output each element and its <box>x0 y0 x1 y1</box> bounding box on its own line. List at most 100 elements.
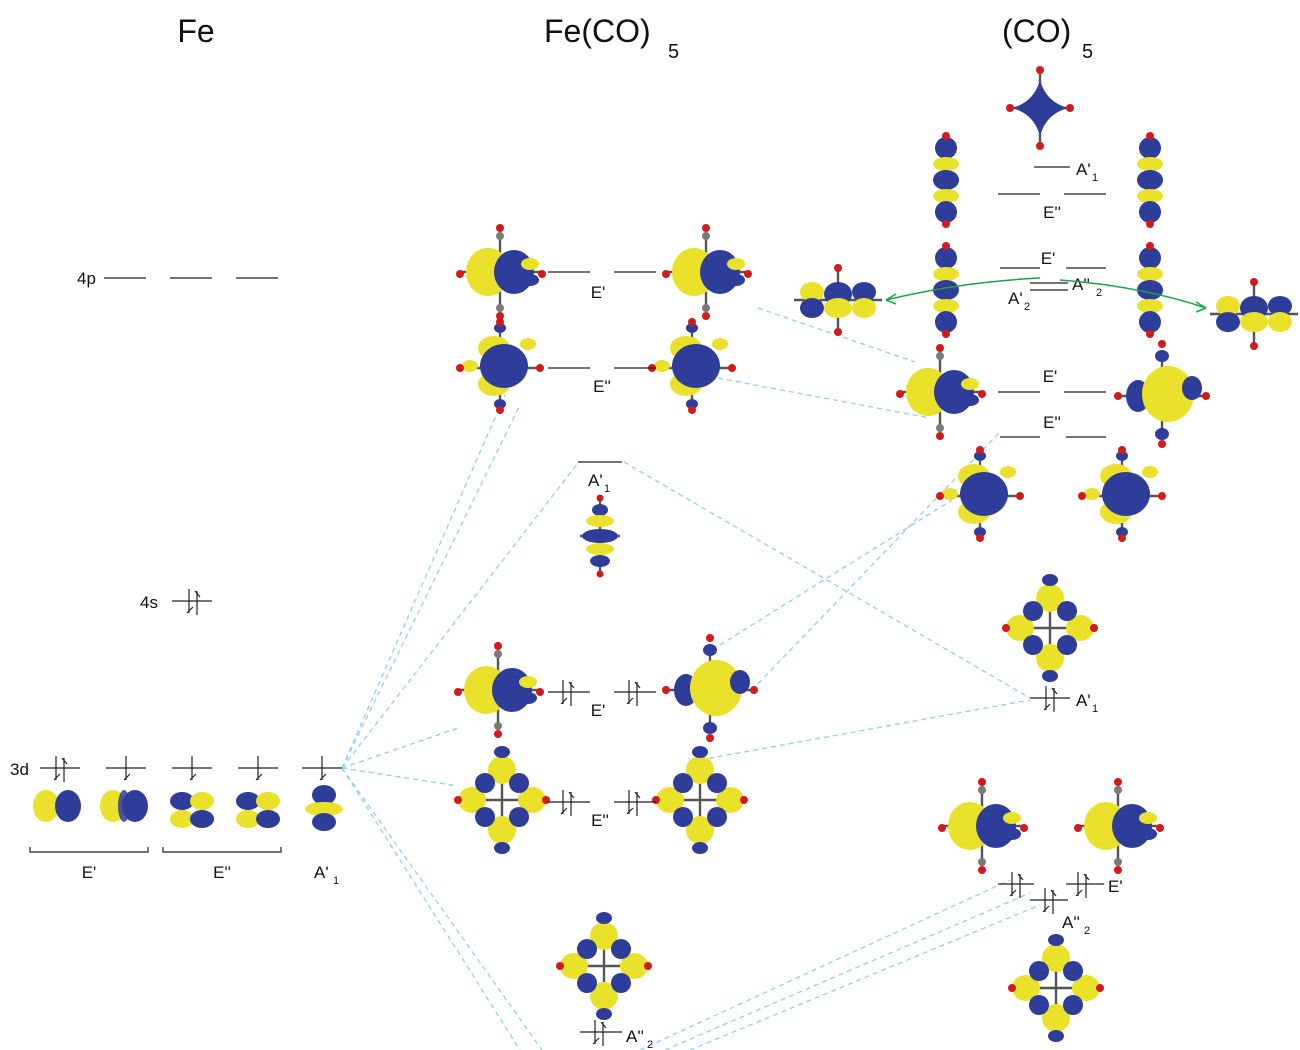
fe-sym-e2: E'' <box>213 863 231 882</box>
column-title-ligands-subscript: 5 <box>1082 41 1093 63</box>
spin-up-arrow <box>1009 872 1017 897</box>
ligand-a1-occ-sub: 1 <box>1092 703 1098 715</box>
complex-e1-occ-orbital-left <box>452 640 546 740</box>
spin-down-arrow <box>1051 687 1058 712</box>
fe-3d-orbital-2 <box>100 790 148 822</box>
ligand-e1-occ-orbital-left <box>936 776 1030 876</box>
complex-e2-top-orbital-right <box>646 316 738 416</box>
complex-e2-top-label: E'' <box>593 377 611 396</box>
spin-up-arrow <box>1043 686 1051 711</box>
ligand-e1-occ-label: E' <box>1108 877 1123 896</box>
fe-3d-orbital-4 <box>236 792 280 828</box>
ligand-e1-low-orbital-left <box>894 342 988 442</box>
complex-column: E' E'' A' 1 E' E'' A'' 2 <box>452 222 760 1050</box>
ligand-a2p-orbital <box>792 262 884 338</box>
arrow-to-a2p-picture <box>885 277 1041 301</box>
bracket-e1 <box>29 847 149 853</box>
ligand-e1-low-label: E' <box>1043 367 1058 386</box>
spin-up-arrow <box>560 790 568 815</box>
ligand-a1-top-label: A' <box>1076 160 1091 179</box>
fe-3d-orbital-5 <box>305 785 343 831</box>
corr-3d-e2-occ <box>341 767 459 787</box>
fe-sym-a1-sub: 1 <box>333 875 339 887</box>
complex-e1-top-label: E' <box>591 283 606 302</box>
fe-sym-a1: A' <box>314 863 329 882</box>
corr-e1-occ-ligand <box>719 499 953 646</box>
fe-4s-label: 4s <box>140 593 158 612</box>
complex-a2-label: A'' <box>626 1027 644 1046</box>
fe-column: 4p 4s 3d E' E'' A' 1 <box>10 269 343 887</box>
complex-e1-top-orbital-right <box>660 222 754 322</box>
ligand-e2-low-orbital-left <box>934 444 1026 544</box>
ligand-e1-low-orbital-right <box>1112 338 1212 450</box>
complex-e1-occ-label: E' <box>591 701 606 720</box>
complex-a2-orbital <box>554 910 654 1022</box>
arrow-head-right <box>1195 301 1207 313</box>
complex-e1-top-orbital-left <box>454 222 548 322</box>
ligand-column: A' 1 E'' E' A'' 2 A' 2 E' E'' <box>792 66 1300 1044</box>
ligand-a2-occ-sub: 2 <box>1084 925 1090 937</box>
ligand-e2-low-label: E'' <box>1043 413 1061 432</box>
corr-e2-occ-ligand <box>699 699 1031 761</box>
spin-up-arrow <box>1075 872 1083 897</box>
fe-3d-orbital-3 <box>170 792 214 828</box>
spin-up-arrow <box>186 589 194 614</box>
spin-down-arrow <box>1050 889 1057 914</box>
ligand-a2-occ-label: A'' <box>1062 913 1080 932</box>
corr-a1-ligand <box>623 461 1031 699</box>
fe-4p-label: 4p <box>77 269 96 288</box>
complex-e1-occ-orbital-right <box>660 632 760 744</box>
corr-e2-top-ligand <box>717 377 931 419</box>
complex-e2-top-orbital-left <box>454 316 546 416</box>
ligand-a2pp-sub: 2 <box>1096 287 1102 299</box>
spin-down-arrow <box>1017 873 1024 898</box>
fe-3d-label: 3d <box>10 760 29 779</box>
ligand-a2p-label: A' <box>1008 289 1023 308</box>
complex-a1-orbital <box>578 493 622 579</box>
corr-3d-a2 <box>341 767 543 1050</box>
spin-down-arrow <box>194 590 201 615</box>
ligand-e1-mid-label: E' <box>1041 249 1056 268</box>
fe-sym-e1: E' <box>82 863 97 882</box>
ligand-a2-occ-orbital <box>1006 932 1106 1044</box>
spin-down-arrow <box>568 681 575 706</box>
ligand-a1-top-orbital <box>1006 66 1074 150</box>
spin-up-arrow <box>560 680 568 705</box>
ligand-e1-occ-orbital-right <box>1072 776 1166 876</box>
column-title-complex: Fe(CO) <box>544 13 651 49</box>
arrow-to-a2pp-picture <box>1059 279 1207 309</box>
ligand-a1-occ-orbital <box>1000 572 1100 684</box>
spin-up-arrow <box>626 680 634 705</box>
spin-up-arrow <box>189 756 197 781</box>
corr-a2-ligand <box>639 879 1011 1050</box>
fe-3d-orbital-1 <box>33 790 81 822</box>
ligand-e2-top-orbital-left <box>931 130 961 230</box>
corr-3d-a1 <box>341 462 579 769</box>
complex-e2-occ-orbital-right <box>650 744 750 856</box>
complex-e2-occ-orbital-left <box>452 744 552 856</box>
complex-a1-label: A' <box>588 471 603 490</box>
spin-up-arrow <box>123 756 131 781</box>
corr-3d-e1-occ <box>341 727 459 769</box>
ligand-e2-low-orbital-right <box>1076 444 1168 544</box>
spin-down-arrow <box>600 1021 607 1046</box>
ligand-e2-top-label: E'' <box>1043 203 1061 222</box>
correlation-lines <box>341 307 1041 1050</box>
complex-e2-occ-label: E'' <box>591 811 609 830</box>
corr-3d-a2-b <box>341 767 521 1050</box>
spin-down-arrow <box>568 791 575 816</box>
spin-up-arrow <box>1042 888 1050 913</box>
ligand-e1-mid-orbital-right <box>1135 240 1165 340</box>
ligand-a2pp-label: A'' <box>1072 275 1090 294</box>
column-title-fe: Fe <box>177 13 214 49</box>
complex-a2-sub: 2 <box>647 1039 653 1050</box>
column-title-ligands: (CO) <box>1002 13 1071 49</box>
spin-up-arrow <box>592 1020 600 1045</box>
spin-up-arrow <box>319 756 327 781</box>
ligand-a1-occ-label: A' <box>1076 691 1091 710</box>
spin-up-arrow <box>53 756 61 781</box>
ligand-a2pp-orbital <box>1208 276 1300 352</box>
spin-up-arrow <box>255 756 263 781</box>
ligand-a1-top-sub: 1 <box>1092 172 1098 184</box>
